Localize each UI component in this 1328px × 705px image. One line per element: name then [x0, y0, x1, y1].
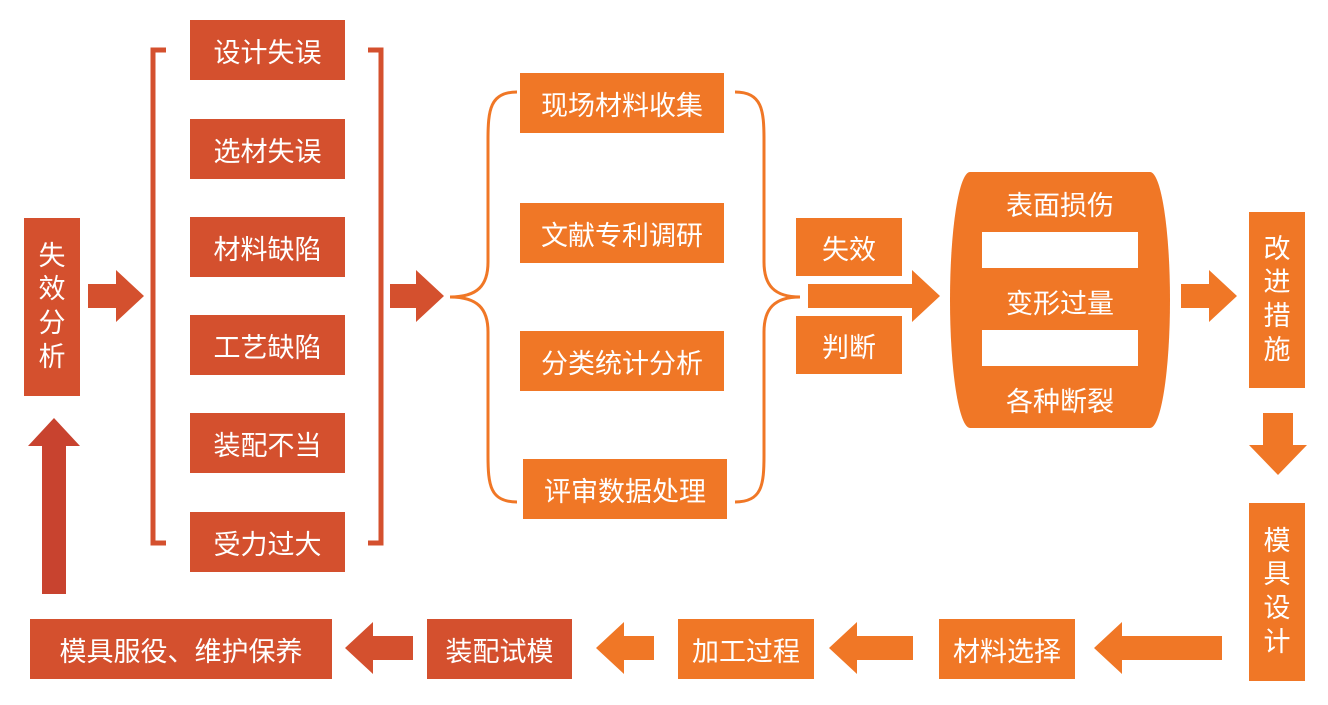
failure-mode-label: 表面损伤: [1006, 191, 1114, 222]
method-box: 分类统计分析: [520, 331, 724, 391]
machining-process-box: 加工过程: [678, 619, 814, 679]
mold-design-box: 模 具 设 计: [1249, 503, 1305, 681]
arrow-right-icon: [390, 270, 444, 322]
failure-analysis-char: 分: [38, 308, 66, 339]
failure-mode-label: 变形过量: [1006, 289, 1114, 320]
mold-design-char: 具: [1263, 559, 1291, 591]
method-box: 评审数据处理: [523, 459, 727, 519]
arrow-left-icon: [829, 622, 913, 674]
failure-mode-divider: [982, 330, 1138, 366]
method-box: 现场材料收集: [520, 73, 724, 133]
judgment-top-box: 失效: [796, 218, 902, 276]
failure-mode-label: 各种断裂: [1006, 387, 1114, 418]
arrow-down-icon: [1249, 413, 1307, 475]
failure-modes-panel: 表面损伤 变形过量 各种断裂: [950, 172, 1170, 428]
arrow-right-icon: [88, 270, 144, 322]
improvement-box: 改 进 措 施: [1249, 212, 1305, 388]
cause-box: 工艺缺陷: [190, 315, 345, 375]
mold-design-char: 计: [1263, 626, 1291, 658]
failure-analysis-box: 失 效 分 析: [24, 218, 80, 396]
arrow-up-icon: [28, 418, 80, 594]
service-maintenance-box: 模具服役、维护保养: [30, 619, 332, 679]
material-selection-box: 材料选择: [939, 619, 1075, 679]
mold-design-char: 设: [1263, 593, 1291, 624]
improvement-char: 改: [1263, 233, 1291, 265]
arrow-left-icon: [1094, 622, 1222, 674]
cause-box: 受力过大: [190, 512, 345, 572]
cause-box: 材料缺陷: [190, 217, 345, 277]
arrow-right-icon: [1181, 270, 1237, 322]
cause-box: 选材失误: [190, 119, 345, 179]
mold-design-char: 模: [1263, 525, 1291, 557]
arrow-left-icon: [345, 622, 413, 674]
arrow-right-icon: [808, 270, 940, 322]
failure-analysis-char: 析: [38, 341, 66, 373]
failure-mode-divider: [982, 232, 1138, 268]
cause-box: 设计失误: [190, 20, 345, 80]
cause-box: 装配不当: [190, 413, 345, 473]
method-box: 文献专利调研: [520, 203, 724, 263]
failure-analysis-char: 效: [38, 274, 66, 306]
improvement-char: 施: [1263, 334, 1291, 366]
judgment-bottom-box: 判断: [796, 316, 902, 374]
arrow-left-icon: [596, 622, 654, 674]
assembly-trial-box: 装配试模: [427, 619, 572, 679]
improvement-char: 措: [1263, 301, 1291, 332]
improvement-char: 进: [1263, 267, 1291, 299]
failure-analysis-char: 失: [38, 240, 66, 272]
